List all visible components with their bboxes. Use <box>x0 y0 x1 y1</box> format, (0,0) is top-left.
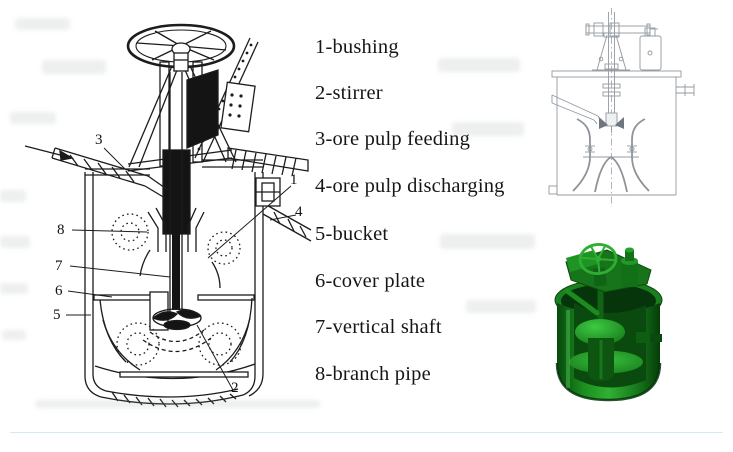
print-bleedthrough-smudge <box>35 400 320 408</box>
model-internals <box>564 270 662 381</box>
print-bleedthrough-smudge <box>0 283 28 294</box>
legend-item-discharging: 4-ore pulp discharging <box>315 175 505 197</box>
print-bleedthrough-smudge <box>2 330 26 340</box>
tank-body <box>84 159 264 408</box>
model-handwheel <box>578 243 618 287</box>
callout-6: 6 <box>55 283 63 299</box>
legend-item-cover-plate: 6-cover plate <box>315 270 426 292</box>
print-bleedthrough-smudge <box>15 18 70 30</box>
print-bleedthrough-smudge <box>452 122 524 136</box>
model-motor <box>621 247 638 287</box>
feed-arrow-icon <box>24 145 74 161</box>
legend-item-branch-pipe: 8-branch pipe <box>315 363 431 385</box>
legend-item-feeding: 3-ore pulp feeding <box>315 128 471 150</box>
cad-draft-tube <box>572 118 650 193</box>
print-bleedthrough-smudge <box>0 236 30 248</box>
legend-item-bucket: 5-bucket <box>315 223 389 245</box>
cad-side-view-art <box>548 8 695 207</box>
cad-shaft <box>602 12 621 120</box>
legend-item-vertical-shaft: 7-vertical shaft <box>315 316 442 338</box>
feed-chute <box>24 145 169 199</box>
impeller <box>142 308 212 353</box>
cutaway-diagram-art <box>24 23 312 408</box>
parts-legend: 1-bushing 2-stirrer 3-ore pulp feeding 4… <box>315 0 550 420</box>
callout-4: 4 <box>295 204 303 220</box>
branch-pipes <box>147 207 205 252</box>
callout-8: 8 <box>57 222 65 238</box>
print-bleedthrough-smudge <box>10 112 56 124</box>
green-3d-model <box>543 235 733 447</box>
green-3d-model-art <box>554 243 663 402</box>
callout-3: 3 <box>95 132 103 148</box>
cad-overflow-pipe <box>676 84 695 96</box>
bottom-plate <box>119 371 249 378</box>
print-bleedthrough-smudge <box>0 190 26 202</box>
cad-a-frame <box>592 34 630 71</box>
callout-7: 7 <box>55 258 63 274</box>
cad-draft-tube-detail <box>583 145 639 158</box>
print-bleedthrough-smudge <box>466 300 536 313</box>
print-bleedthrough-smudge <box>440 234 535 249</box>
bushing-bracket <box>255 177 281 207</box>
bottom-divider-line <box>10 432 723 433</box>
handwheel <box>126 23 236 72</box>
callout-1: 1 <box>290 172 298 188</box>
leader-lines <box>66 147 297 391</box>
cad-tank <box>548 70 682 196</box>
cad-handwheel-beam <box>585 22 658 37</box>
cutaway-diagram: 1 2 3 4 5 6 7 8 <box>0 0 312 447</box>
print-bleedthrough-smudge <box>438 58 520 72</box>
legend-item-bushing: 1-bushing <box>315 36 399 58</box>
cad-impeller <box>599 112 624 133</box>
cad-motor <box>639 27 662 71</box>
flow-swirls <box>111 213 242 366</box>
callout-5: 5 <box>53 307 61 323</box>
print-bleedthrough-smudge <box>42 60 106 74</box>
legend-item-stirrer: 2-stirrer <box>315 82 383 104</box>
cad-side-view <box>543 0 733 222</box>
callout-2: 2 <box>231 380 239 396</box>
discharge-chute <box>262 202 312 242</box>
vertical-shaft <box>169 72 183 312</box>
